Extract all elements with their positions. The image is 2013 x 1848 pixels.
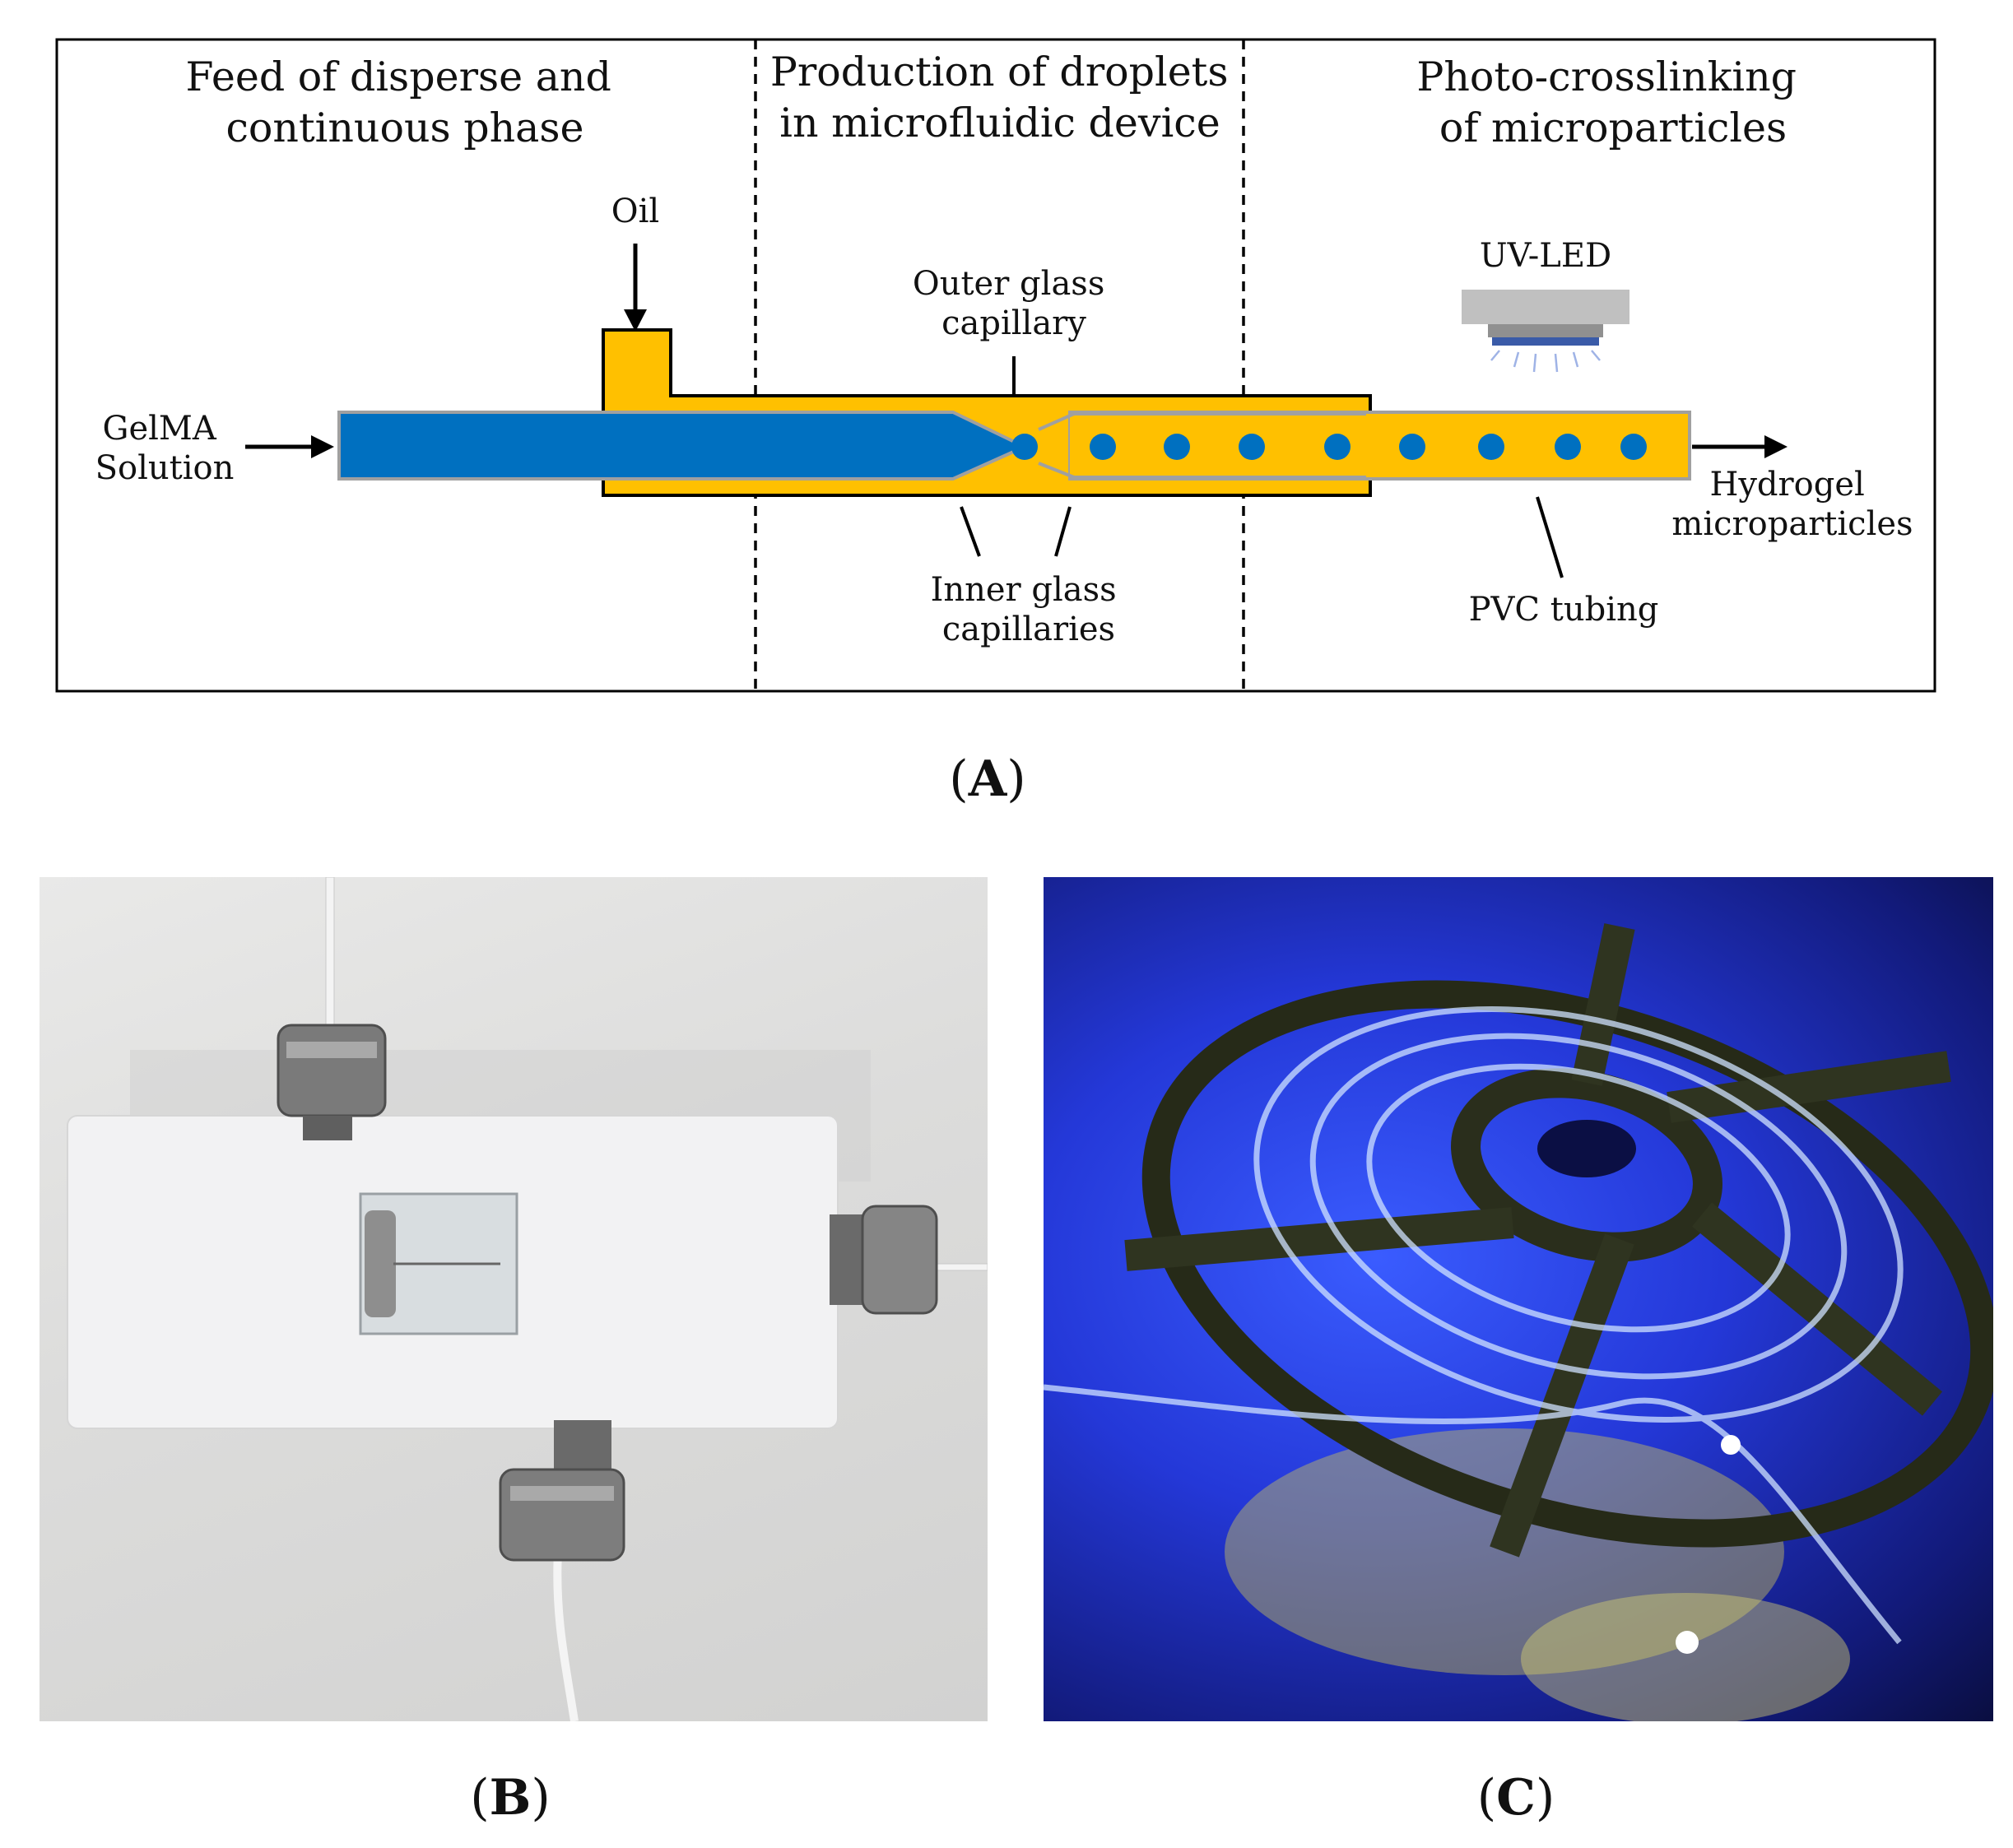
uv-led-label: UV-LED bbox=[1480, 237, 1611, 275]
section-title-crosslinking: Photo-crosslinking of microparticles bbox=[1416, 53, 1809, 151]
process-schematic: Feed of disperse and continuous phase Pr… bbox=[55, 38, 1936, 693]
droplet bbox=[1324, 434, 1351, 460]
rig-illustration bbox=[1044, 923, 1993, 1721]
photo-uv-crosslinking-rig bbox=[1044, 877, 1993, 1721]
section-title-production: Production of droplets in microfluidic d… bbox=[770, 49, 1241, 146]
inner-capillary-collection bbox=[1038, 412, 1366, 479]
droplet bbox=[1090, 434, 1116, 460]
uv-led-icon bbox=[1462, 290, 1629, 373]
panel-label-b: (B) bbox=[470, 1769, 551, 1827]
section-title-crosslinking-line1: Photo-crosslinking bbox=[1416, 53, 1797, 100]
droplet bbox=[1478, 434, 1504, 460]
droplet bbox=[1555, 434, 1581, 460]
gelma-arrow-head bbox=[311, 435, 334, 458]
section-title-feed: Feed of disperse and continuous phase bbox=[186, 53, 625, 151]
hydrogel-label: Hydrogel microparticles bbox=[1671, 466, 1913, 543]
oil-label: Oil bbox=[611, 193, 659, 230]
section-title-production-line2: in microfluidic device bbox=[779, 100, 1220, 146]
oil-arrow-head bbox=[624, 309, 647, 332]
tubing-overlap bbox=[1070, 415, 1366, 476]
panel-letter-a: A bbox=[968, 750, 1007, 808]
inner-capillary-feed bbox=[337, 411, 1029, 481]
gelma-label: GelMA Solution bbox=[95, 410, 235, 487]
droplet bbox=[1239, 434, 1265, 460]
inner-capillary-leader-right bbox=[1054, 506, 1072, 557]
panel-label-a: (A) bbox=[949, 750, 1026, 808]
panel-letter-b: B bbox=[489, 1769, 532, 1827]
droplet bbox=[1399, 434, 1425, 460]
pvc-tubing-leader bbox=[1536, 496, 1564, 578]
section-title-feed-line1: Feed of disperse and bbox=[186, 53, 611, 100]
section-title-feed-line2: continuous phase bbox=[225, 104, 583, 151]
section-title-crosslinking-line2: of microparticles bbox=[1439, 104, 1787, 151]
pvc-tubing-label: PVC tubing bbox=[1469, 591, 1659, 629]
droplet bbox=[1164, 434, 1190, 460]
droplet bbox=[1620, 434, 1647, 460]
photo-microfluidic-device bbox=[40, 877, 988, 1721]
panel-label-c: (C) bbox=[1476, 1769, 1555, 1827]
inner-capillary-leader-left bbox=[960, 506, 981, 557]
schematic-frame bbox=[55, 38, 1936, 693]
droplet-forming bbox=[1011, 434, 1038, 460]
outer-capillary-label: Outer glass capillary bbox=[913, 265, 1115, 342]
panel-letter-c: C bbox=[1496, 1769, 1536, 1827]
inner-capillaries-label: Inner glass capillaries bbox=[931, 571, 1127, 648]
device-illustration bbox=[67, 877, 988, 1721]
droplets bbox=[1090, 434, 1647, 460]
output-arrow-head bbox=[1764, 435, 1788, 458]
section-title-production-line1: Production of droplets bbox=[770, 49, 1229, 95]
